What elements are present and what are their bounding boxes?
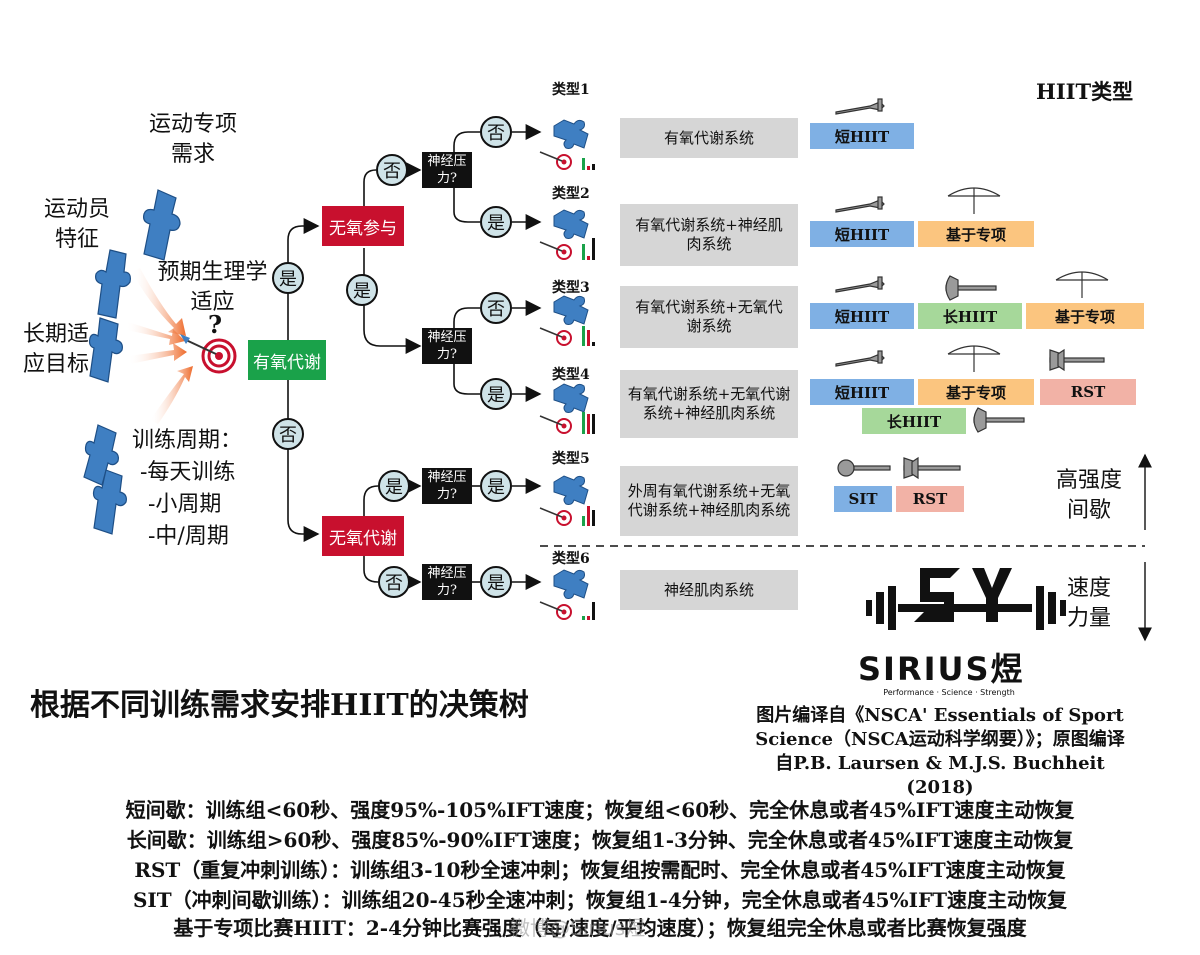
type-label-1: 类型1	[552, 82, 590, 98]
answer-no-participation: 否	[376, 154, 408, 186]
answer-no-neuro-2: 否	[480, 292, 512, 324]
input-long-term-goal: 长期适 应目标	[22, 322, 89, 377]
node-neuro-stress-1: 神经压力?	[422, 152, 472, 188]
page-title: 根据不同训练需求安排HIIT的决策树	[30, 688, 529, 723]
chip-rst-4: RST	[1040, 379, 1136, 405]
chip-sport-based-2: 基于专项	[918, 221, 1034, 247]
type-label-6: 类型6	[552, 551, 590, 567]
chip-sport-based-4: 基于专项	[918, 379, 1034, 405]
system-box-3: 有氧代谢系统+无氧代谢系统	[620, 286, 798, 348]
input-sport-demand: 运动专项 需求	[148, 112, 237, 167]
node-aerobic: 有氧代谢	[248, 340, 326, 380]
note-rst: RST（重复冲刺训练）：训练组3-10秒全速冲刺；恢复组按需配时、完全休息或者4…	[134, 858, 1066, 882]
chip-short-hiit-1: 短HIIT	[810, 123, 914, 149]
system-box-1: 有氧代谢系统	[620, 118, 798, 158]
type-label-5: 类型5	[552, 451, 590, 467]
answer-no-anaerobic: 否	[378, 566, 410, 598]
type-label-2: 类型2	[552, 186, 590, 202]
answer-yes-neuro-3: 是	[480, 470, 512, 502]
system-box-2: 有氧代谢系统+神经肌肉系统	[620, 204, 798, 266]
input-athlete-traits: 运动员 特征	[43, 197, 110, 252]
system-box-5: 外周有氧代谢系统+无氧代谢系统+神经肌肉系统	[620, 466, 798, 536]
node-anaerobic: 无氧代谢	[322, 516, 404, 556]
node-neuro-stress-2: 神经压力?	[422, 328, 472, 364]
chip-short-hiit-4: 短HIIT	[810, 379, 914, 405]
answer-yes-neuro-2: 是	[480, 378, 512, 410]
double-axe-icon	[1049, 348, 1105, 372]
node-anaerobic-participation: 无氧参与	[322, 206, 404, 246]
chip-short-hiit-3: 短HIIT	[810, 303, 914, 329]
answer-no-neuro-1: 否	[480, 116, 512, 148]
axis-high-intensity: 高强度 间歇	[1055, 468, 1122, 523]
note-short-interval: 短间歇：训练组<60秒、强度95%-105%IFT速度；恢复组<60秒、完全休息…	[125, 798, 1075, 822]
watermark: 微博@Sirius煜	[510, 916, 646, 940]
chip-long-hiit-3: 长HIIT	[918, 303, 1022, 329]
sword-icon	[835, 98, 885, 115]
input-training-cycle: 训练周期： -每天训练 -小周期 -中/周期	[132, 428, 243, 549]
node-neuro-stress-3: 神经压力?	[422, 468, 472, 504]
answer-yes-neuro-4: 是	[480, 566, 512, 598]
sword-icon	[835, 196, 885, 213]
axis-speed-power: 速度 力量	[1066, 576, 1111, 631]
answer-yes-anaerobic: 是	[378, 470, 410, 502]
mace-icon	[837, 459, 891, 477]
sirius-logo-icon	[866, 568, 1066, 630]
note-sit: SIT（冲刺间歇训练）：训练组20-45秒全速冲刺；恢复组1-4分钟，完全休息或…	[132, 888, 1068, 912]
crossbow-icon	[947, 345, 1001, 372]
double-axe-icon	[903, 456, 961, 480]
system-box-4: 有氧代谢系统+无氧代谢系统+神经肌肉系统	[620, 370, 798, 438]
sword-icon	[835, 276, 885, 293]
logo-tagline: Performance · Science · Strength	[883, 688, 1015, 697]
type-label-4: 类型4	[552, 367, 590, 383]
type-label-3: 类型3	[552, 280, 590, 296]
answer-no-aerobic: 否	[272, 418, 304, 450]
chip-long-hiit-4: 长HIIT	[862, 408, 966, 434]
chip-rst-5: RST	[896, 486, 964, 512]
system-box-6: 神经肌肉系统	[620, 570, 798, 610]
crossbow-icon	[1055, 271, 1109, 298]
hiit-types-title: HIIT类型	[1036, 79, 1134, 104]
note-sport-based: 基于专项比赛HIIT：2-4分钟比赛强度（每/速度/平均速度）；恢复组完全休息或…	[173, 916, 1027, 940]
answer-yes-neuro-1: 是	[480, 206, 512, 238]
chip-short-hiit-2: 短HIIT	[810, 221, 914, 247]
answer-yes-participation: 是	[346, 274, 378, 306]
question-mark: ?	[208, 310, 223, 339]
logo-name: SIRIUS煜	[858, 650, 1025, 688]
chip-sport-based-3: 基于专项	[1026, 303, 1144, 329]
answer-yes-aerobic: 是	[272, 262, 304, 294]
sword-icon	[835, 350, 885, 367]
axe-icon	[973, 407, 1025, 433]
axe-icon	[945, 275, 997, 301]
target-icon	[180, 334, 237, 374]
input-physio-adaptation: 预期生理学 适应	[157, 260, 268, 315]
crossbow-icon	[947, 187, 1001, 214]
note-long-interval: 长间歇：训练组>60秒、强度85%-90%IFT速度；恢复组1-3分钟、完全休息…	[126, 828, 1074, 852]
node-neuro-stress-4: 神经压力?	[422, 564, 472, 600]
source-credit: 图片编译自《NSCA' Essentials of Sport Science（…	[755, 705, 1125, 798]
chip-sit-5: SIT	[834, 486, 892, 512]
